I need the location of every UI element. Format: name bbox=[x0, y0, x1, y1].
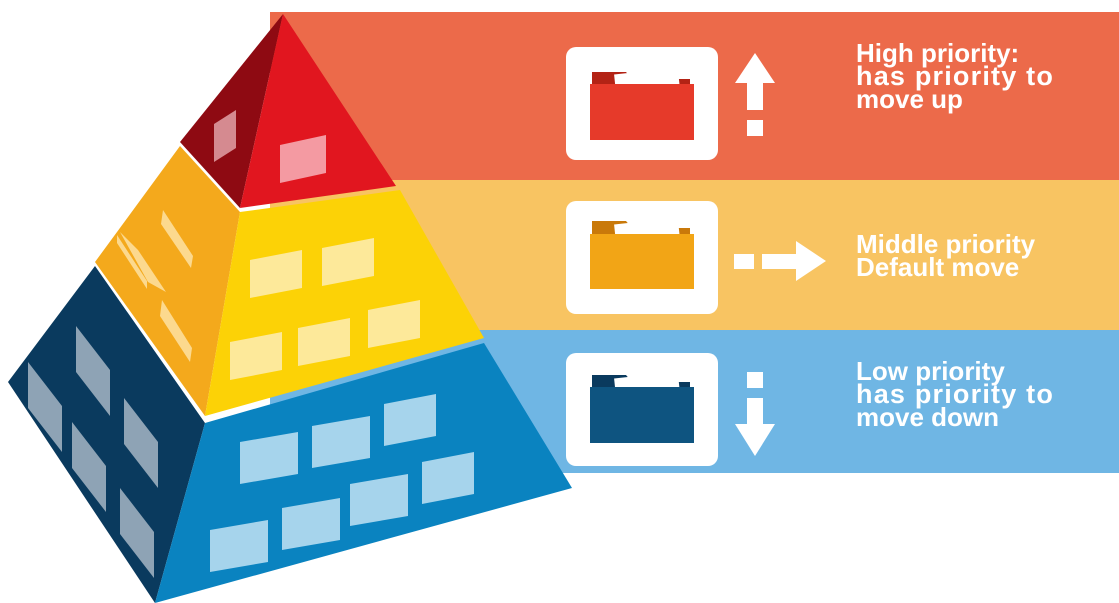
high-priority-label: High priority: has priority to move up bbox=[856, 38, 1055, 114]
high-priority-extra: move up bbox=[856, 84, 963, 114]
orange-folder-icon bbox=[590, 217, 694, 289]
low-priority-extra: move down bbox=[856, 402, 1000, 432]
blue-folder-icon bbox=[590, 371, 694, 443]
high-priority-title: High priority: bbox=[856, 38, 1020, 68]
middle-tier-side-folders bbox=[117, 210, 193, 362]
middle-tier-front-folders bbox=[230, 238, 420, 380]
pyramid-top-tier-front bbox=[240, 14, 396, 208]
high-priority-folder-box bbox=[566, 47, 718, 160]
low-priority-title: Low priority bbox=[856, 356, 1005, 386]
low-priority-label: Low priority has priority to move down bbox=[856, 356, 1055, 432]
low-priority-description: has priority to bbox=[856, 379, 1055, 409]
priority-pyramid bbox=[8, 14, 572, 603]
bottom-tier-side-folders bbox=[28, 326, 158, 578]
arrow-up-icon bbox=[735, 53, 775, 136]
top-tier-folders bbox=[214, 110, 326, 183]
middle-priority-label: Middle priority Default move bbox=[856, 229, 1036, 282]
arrow-down-icon bbox=[735, 372, 775, 456]
middle-priority-description: Default move bbox=[856, 252, 1020, 282]
high-priority-description: has priority to bbox=[856, 61, 1055, 91]
arrow-right-icon bbox=[734, 241, 826, 281]
red-folder-icon bbox=[590, 67, 694, 140]
low-priority-folder-box bbox=[566, 353, 718, 466]
middle-priority-title: Middle priority bbox=[856, 229, 1036, 259]
bottom-tier-front-folders bbox=[210, 394, 474, 572]
middle-priority-folder-box bbox=[566, 201, 718, 314]
pyramid-bottom-tier-side bbox=[8, 266, 205, 603]
pyramid-middle-tier-side bbox=[95, 146, 240, 416]
pyramid-top-tier-side bbox=[180, 14, 283, 208]
